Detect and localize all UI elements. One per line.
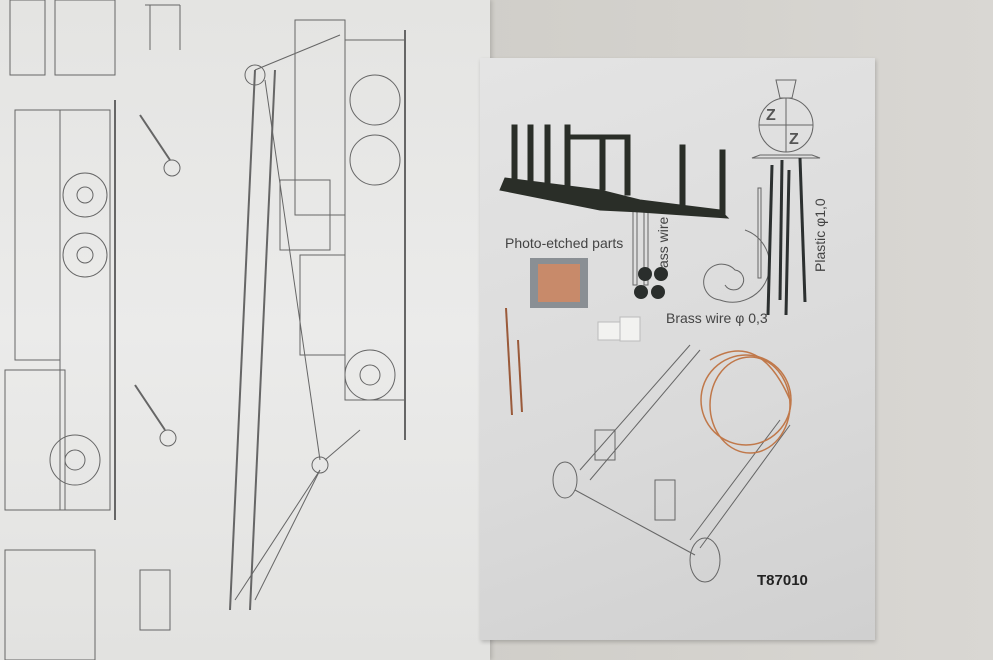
plastic-rods <box>766 157 807 316</box>
product-code: T87010 <box>757 572 808 589</box>
svg-text:Z: Z <box>789 131 799 148</box>
copper-wire-coil <box>700 350 792 454</box>
wire-outline-drawings <box>632 187 771 303</box>
photo-etched-label: Photo-etched parts <box>505 235 624 251</box>
logo: Z Z <box>751 79 821 159</box>
plastic-wheels <box>634 267 668 299</box>
photo-etched-fret <box>530 258 588 308</box>
resin-parts <box>597 316 641 342</box>
chassis-outline-drawing <box>552 344 791 583</box>
wagon-drawing-side <box>4 100 181 660</box>
crane-drawing <box>229 19 406 611</box>
brass-rods <box>505 307 523 416</box>
svg-text:Z: Z <box>766 107 776 124</box>
wagon-drawing-top <box>9 0 181 76</box>
plastic-label: Plastic φ1,0 <box>812 198 828 272</box>
brass-wire-label: Brass wire φ 0,3 <box>666 310 768 326</box>
brass-wire-vertical-label: ass wire <box>655 216 671 268</box>
plastic-sprue <box>499 124 730 219</box>
